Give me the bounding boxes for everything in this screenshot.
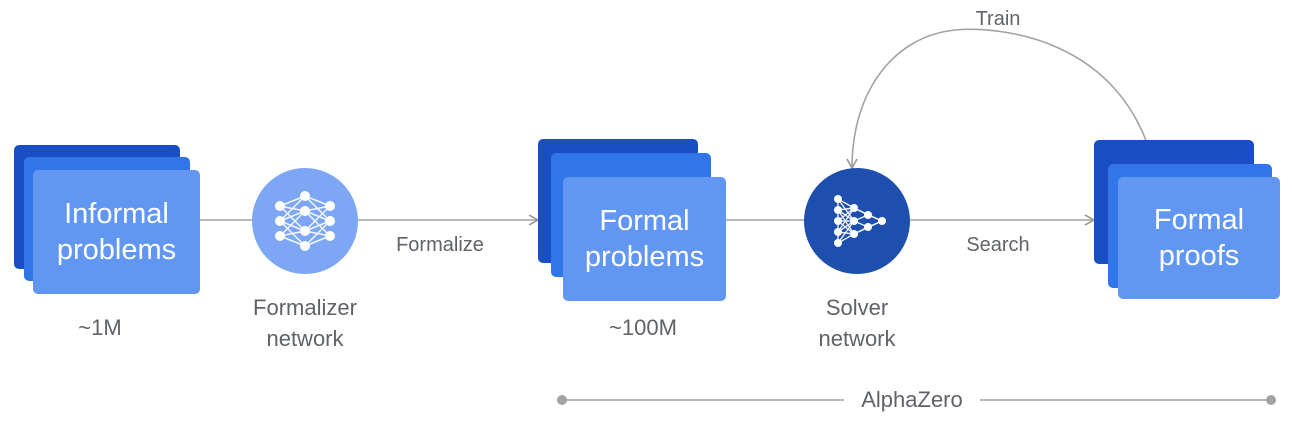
formal-problems-card: Formal problems xyxy=(563,177,726,301)
alphazero-label: AlphaZero xyxy=(861,387,963,412)
formalizer-line1: Formalizer xyxy=(253,295,357,320)
formal-proofs-card: Formal proofs xyxy=(1118,177,1280,299)
solver-network-label: Solver network xyxy=(767,292,947,354)
informal-problems-card: Informal problems xyxy=(33,170,200,294)
formal-problems-line2: problems xyxy=(584,241,705,273)
informal-problems-line2: problems xyxy=(56,234,177,266)
solver-line1: Solver xyxy=(825,295,889,320)
alphazero-bracket-start-dot xyxy=(557,395,567,405)
formal-proofs-line2: proofs xyxy=(1158,240,1240,272)
alphazero-bracket-end-dot xyxy=(1266,395,1276,405)
solver-line2: network xyxy=(818,326,896,351)
informal-problems-count: ~1M xyxy=(78,315,122,340)
informal-problems-line1: Informal xyxy=(64,198,169,230)
formal-problems-count: ~100M xyxy=(609,315,677,340)
arrow-train-loop xyxy=(846,28,1154,170)
formal-problems-line1: Formal xyxy=(599,205,690,237)
solver-network-icon xyxy=(804,168,910,274)
formalize-edge-label: Formalize xyxy=(396,234,484,256)
formalizer-line2: network xyxy=(266,326,344,351)
formal-proofs-line1: Formal xyxy=(1153,204,1245,236)
formalizer-network-label: Formalizer network xyxy=(215,292,395,354)
search-edge-label: Search xyxy=(966,234,1030,256)
formalizer-network-icon xyxy=(252,168,358,274)
train-edge-label: Train xyxy=(975,8,1021,30)
